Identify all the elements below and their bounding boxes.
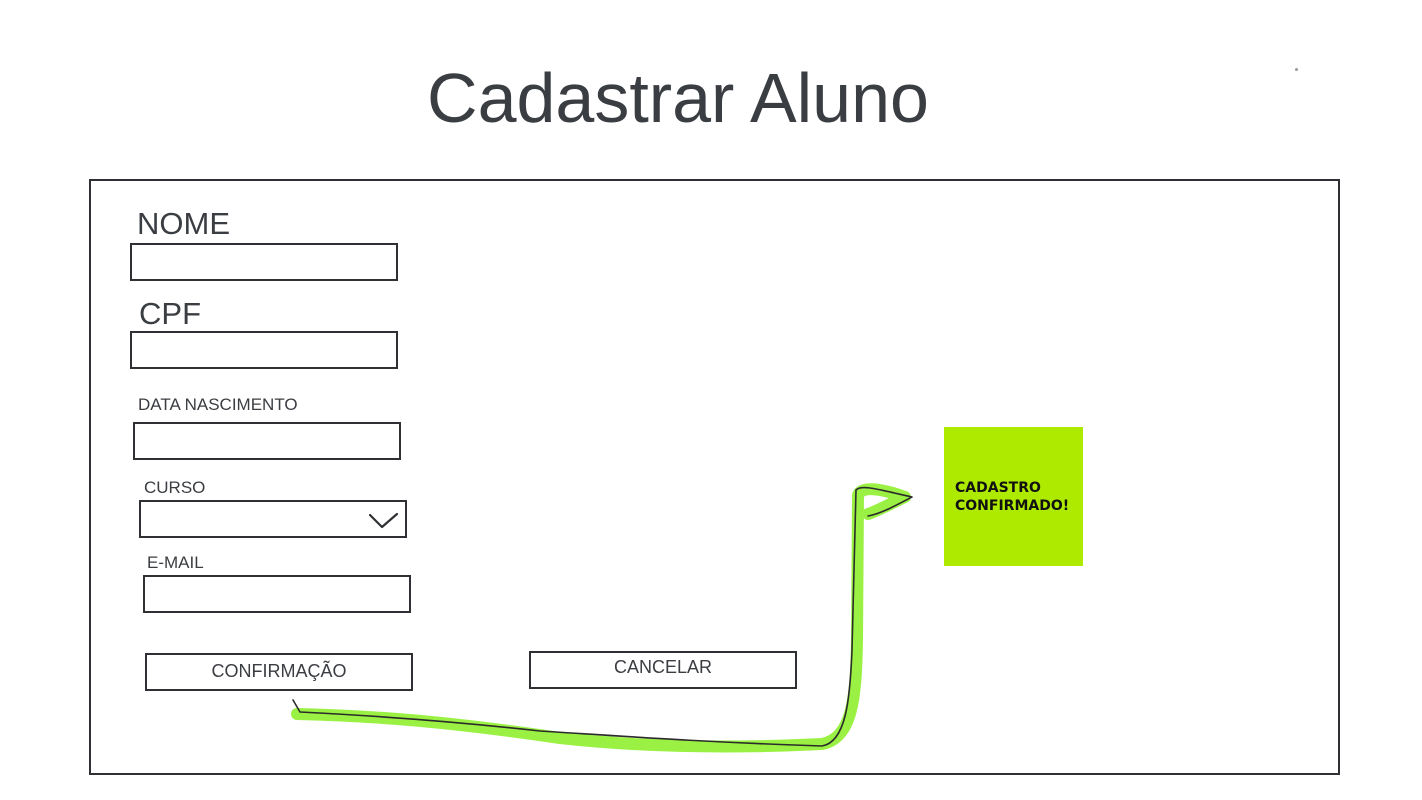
data-nascimento-label: DATA NASCIMENTO [138, 395, 298, 414]
stray-dot [1295, 68, 1298, 71]
nome-input[interactable] [130, 243, 398, 281]
cpf-input[interactable] [130, 331, 398, 369]
cpf-label: CPF [139, 296, 201, 331]
confirmation-message: CADASTRO CONFIRMADO! [944, 427, 1083, 566]
cancel-button-label: CANCELAR [613, 657, 713, 677]
form-container [89, 179, 1340, 775]
curso-label: CURSO [144, 478, 206, 497]
confirm-button[interactable]: CONFIRMAÇÃO [145, 653, 413, 691]
confirm-button-label: CONFIRMAÇÃO [211, 661, 347, 681]
page-title: Cadastrar Aluno [427, 59, 929, 137]
nome-label: NOME [137, 206, 230, 241]
curso-select[interactable] [139, 500, 407, 538]
chevron-down-icon[interactable] [369, 511, 399, 531]
confirmation-line1: CADASTRO [955, 480, 1041, 496]
confirmation-line2: CONFIRMADO! [955, 498, 1070, 514]
data-nascimento-input[interactable] [133, 422, 401, 460]
email-input[interactable] [143, 575, 411, 613]
email-label: E-MAIL [147, 553, 204, 572]
cancel-button[interactable]: CANCELAR [529, 651, 797, 689]
